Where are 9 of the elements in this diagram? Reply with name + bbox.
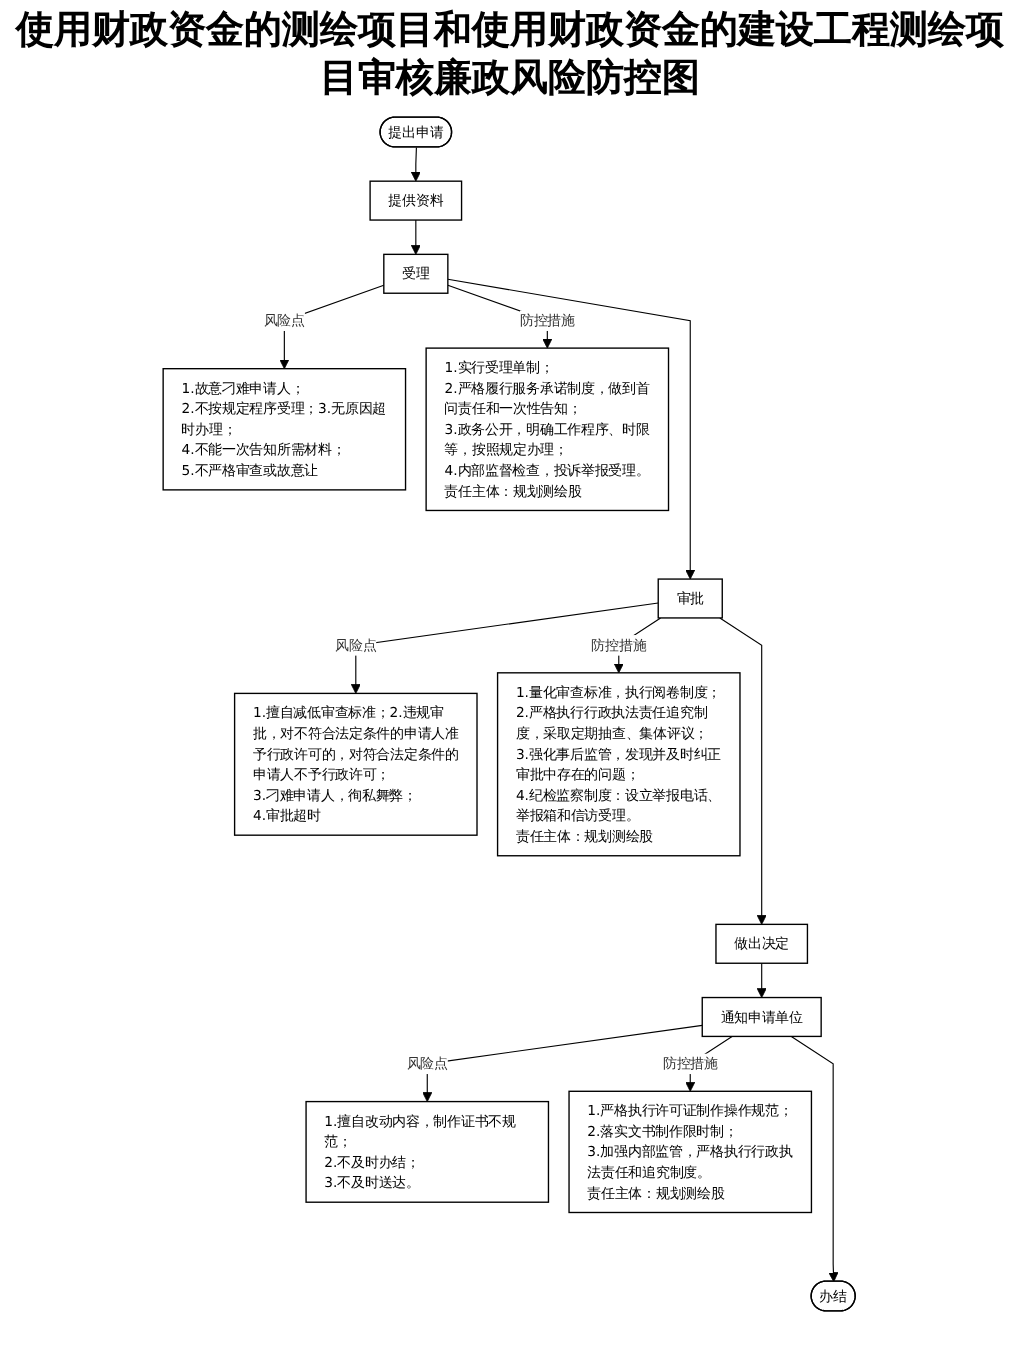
arrow (423, 1023, 704, 1102)
arrow (411, 218, 422, 254)
arrow (720, 616, 768, 924)
arrow (791, 1034, 840, 1282)
arrow (757, 961, 768, 997)
arrow (280, 283, 386, 369)
arrow (411, 145, 422, 181)
diagram-title: 使用财政资金的测绘项目和使用财政资金的建设工程测绘项目审核廉政风险防控图 (16, 8, 1004, 103)
arrow (351, 601, 660, 693)
